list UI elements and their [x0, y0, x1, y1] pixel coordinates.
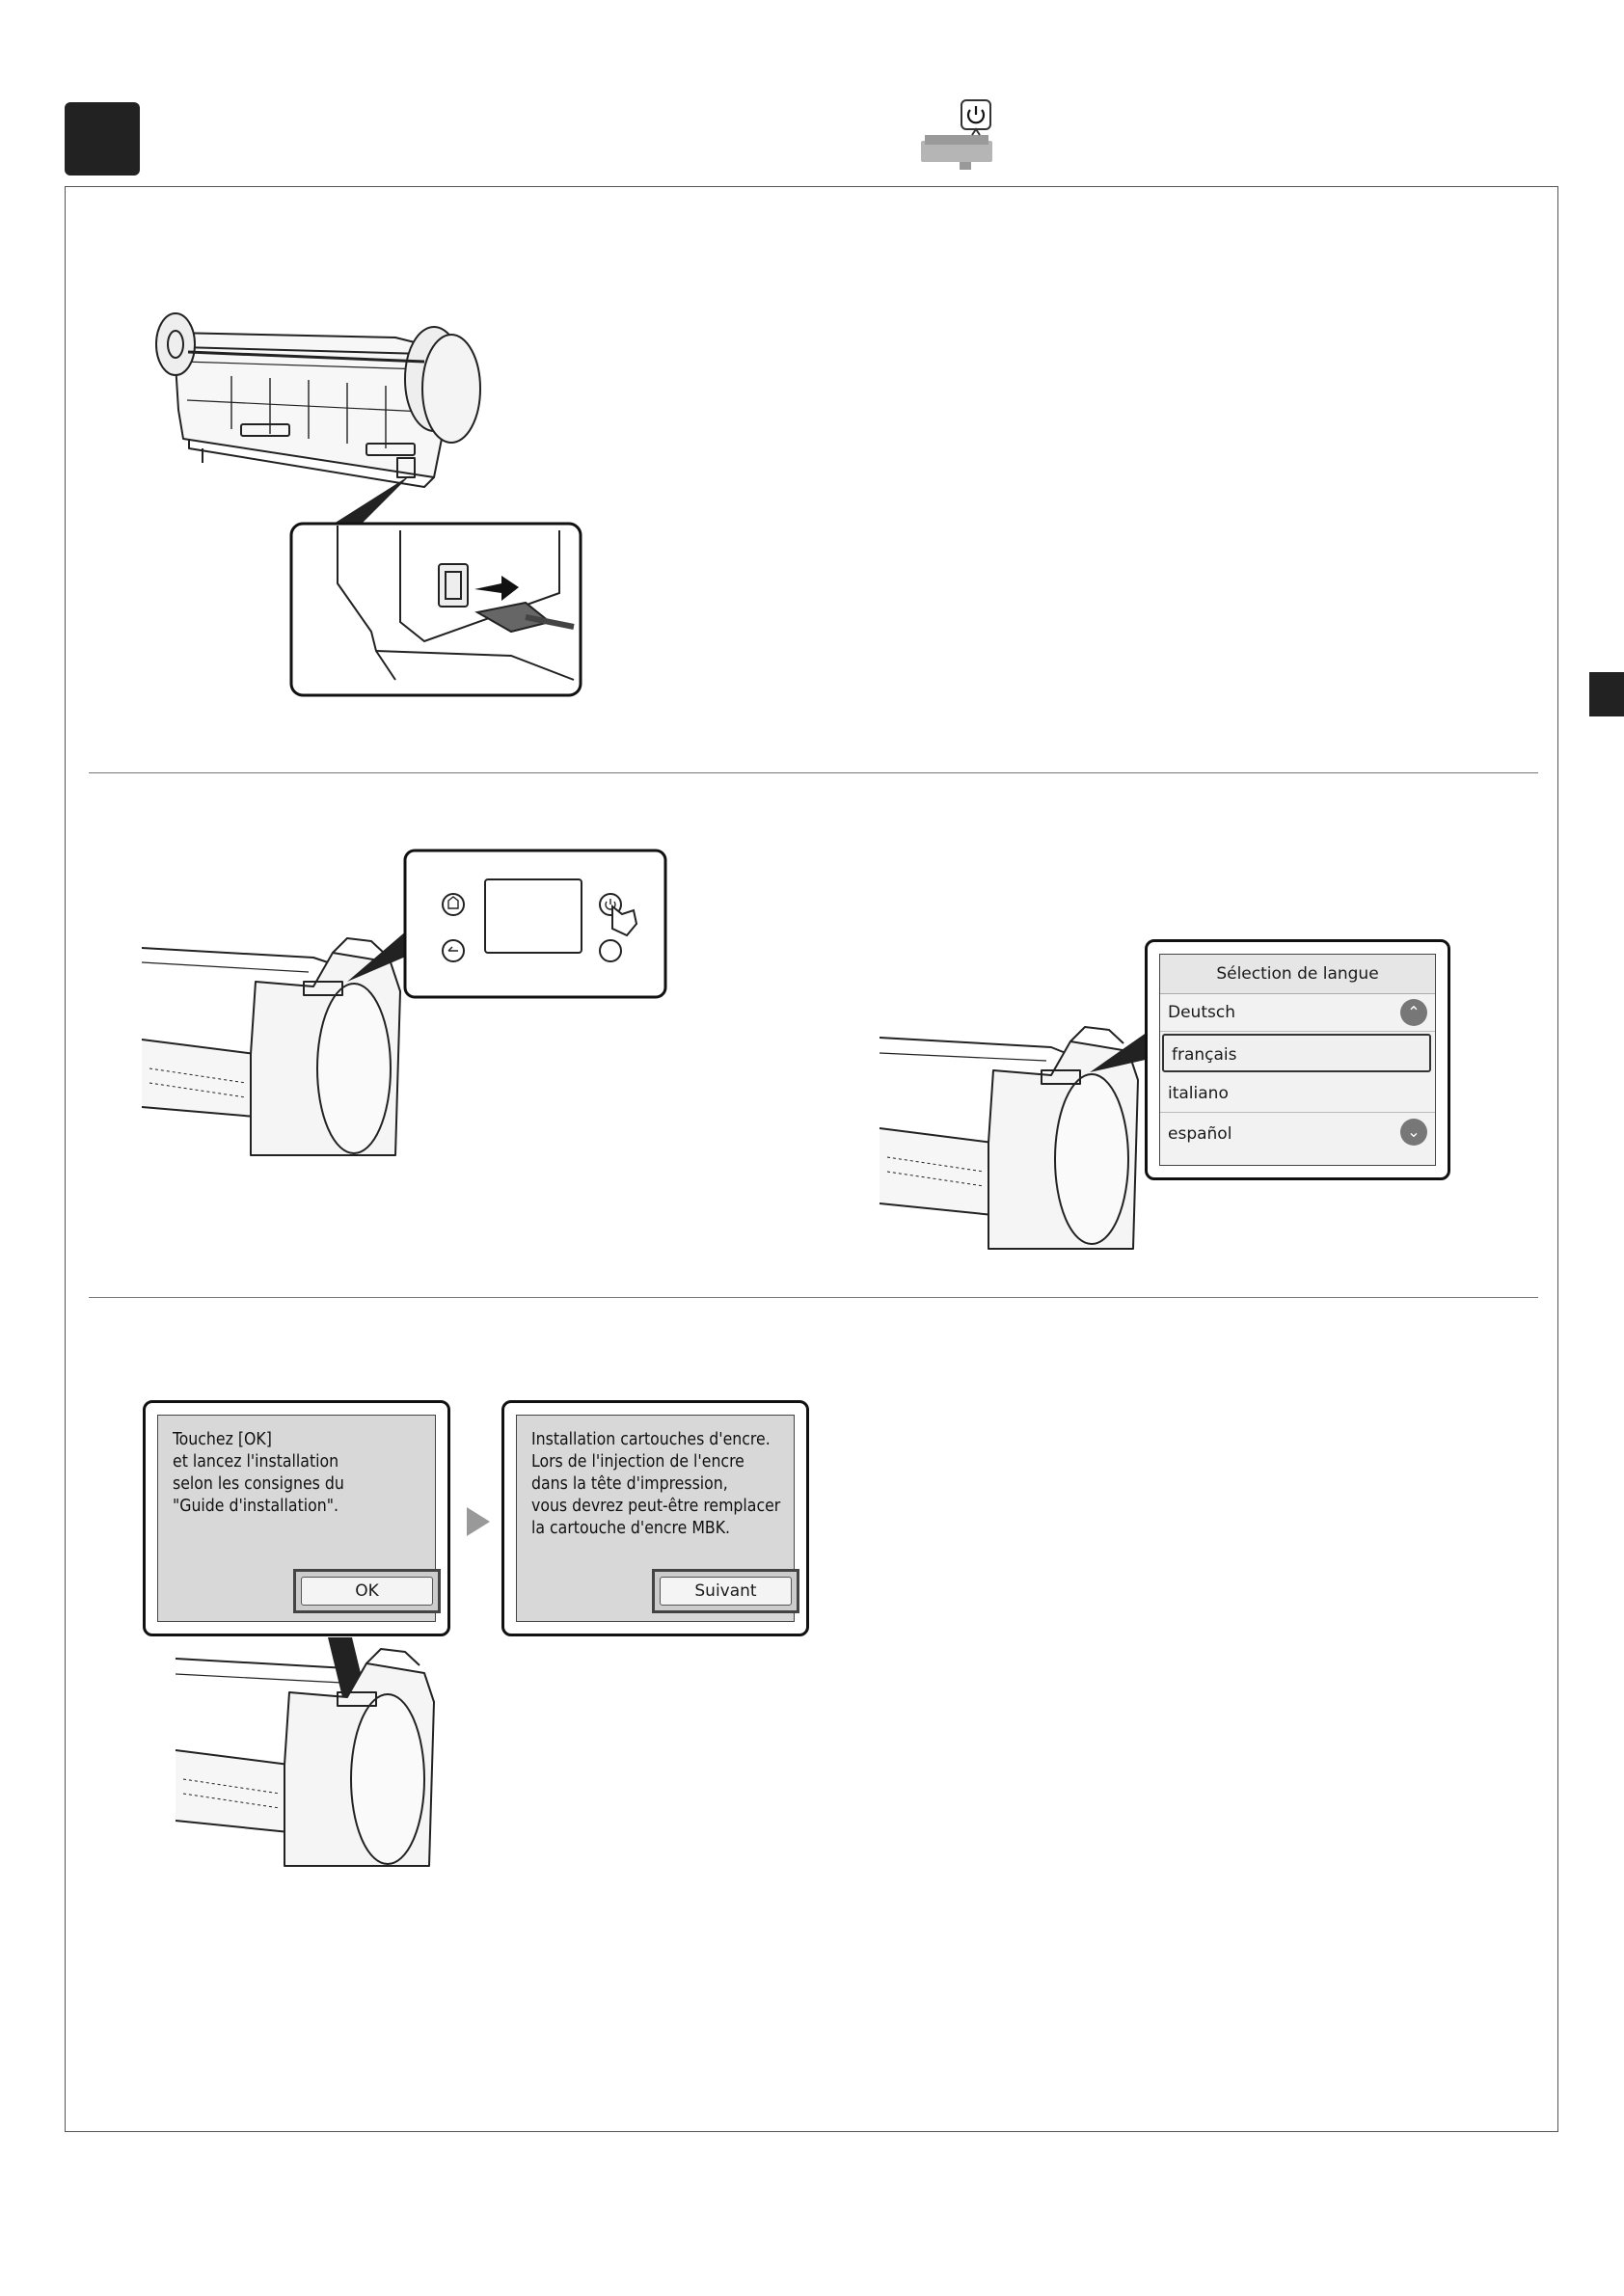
- ok-screen: Touchez [OK] et lancez l'installation se…: [157, 1415, 441, 1622]
- section-divider-2: [89, 1297, 1538, 1298]
- next-arrow-icon: [467, 1507, 490, 1536]
- printer-language-illustration: [879, 1026, 1150, 1250]
- printer-control-panel-illustration: [141, 849, 667, 1156]
- printer-ok-screen-illustration: [175, 1637, 435, 1867]
- language-section-tab: [1589, 672, 1624, 716]
- lcd-screen: Sélection de langue Deutsch français ita…: [1159, 954, 1436, 1166]
- language-option-deutsch[interactable]: Deutsch: [1160, 993, 1435, 1032]
- ok-button-highlight: OK: [293, 1569, 441, 1613]
- ok-button[interactable]: OK: [301, 1577, 433, 1606]
- next-screen: Installation cartouches d'encre. Lors de…: [516, 1415, 799, 1622]
- language-option-italiano[interactable]: italiano: [1160, 1074, 1435, 1113]
- chevron-up-icon[interactable]: ⌃: [1400, 999, 1427, 1026]
- language-selection-screen: Sélection de langue Deutsch français ita…: [1145, 939, 1450, 1180]
- language-option-espanol[interactable]: español: [1168, 1124, 1232, 1144]
- chevron-down-icon[interactable]: ⌄: [1400, 1119, 1427, 1146]
- language-option-francais[interactable]: français: [1162, 1034, 1431, 1072]
- step-number-badge: [65, 102, 140, 176]
- next-screen-panel: Installation cartouches d'encre. Lors de…: [501, 1400, 809, 1636]
- section-divider-1: [89, 772, 1538, 773]
- ok-screen-panel: Touchez [OK] et lancez l'installation se…: [143, 1400, 450, 1636]
- next-screen-message: Installation cartouches d'encre. Lors de…: [531, 1430, 781, 1538]
- ok-screen-message: Touchez [OK] et lancez l'installation se…: [173, 1430, 344, 1516]
- instruction-frame: [65, 186, 1558, 2132]
- language-screen-title: Sélection de langue: [1160, 955, 1435, 994]
- next-button-highlight: Suivant: [652, 1569, 799, 1613]
- printer-power-cord-illustration: [155, 312, 582, 697]
- next-button[interactable]: Suivant: [660, 1577, 792, 1606]
- power-button-printer-icon: [921, 99, 992, 170]
